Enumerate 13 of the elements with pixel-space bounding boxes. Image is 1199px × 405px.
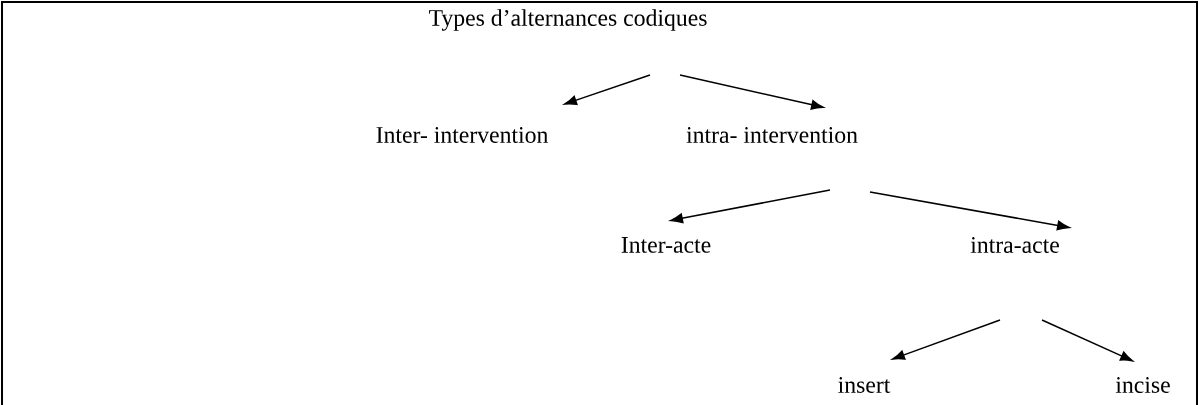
arrow [1041,319,1133,362]
arrow [670,189,831,224]
node-label: Inter-acte [621,237,711,253]
arrow [892,319,1001,360]
node-label: incise [1115,377,1170,393]
node-label: Inter- intervention [376,127,548,143]
arrow [679,74,824,110]
node-label: intra-acte [970,237,1059,253]
arrow [869,191,1070,231]
arrow [564,74,651,106]
node-label: intra- intervention [686,127,858,143]
node-label: Types d’alternances codiques [429,9,707,31]
node-label: insert [838,377,891,393]
